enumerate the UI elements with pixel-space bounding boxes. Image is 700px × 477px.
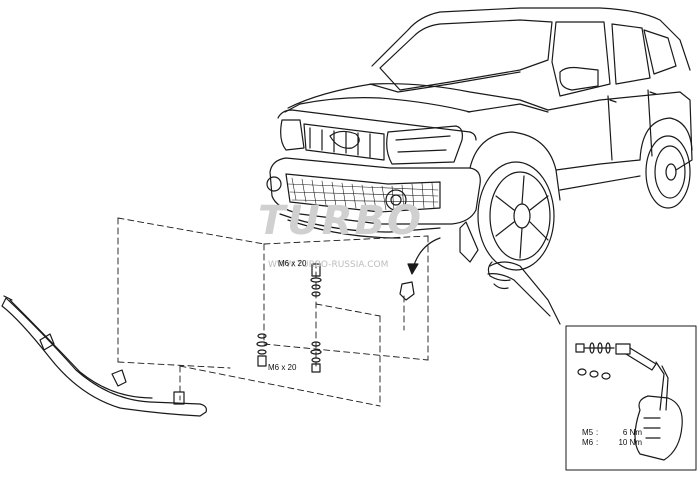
torque-inset [565, 325, 697, 471]
watermark-url: WWW.TURBO-RUSSIA.COM [268, 260, 389, 270]
clip-part [399, 281, 415, 301]
hand-drawing [487, 261, 561, 325]
watermark-logo: TURBO [258, 198, 424, 244]
torque-table: M5: 6 Nm M6: 10 Nm [582, 428, 642, 448]
torque-sep: : [596, 438, 599, 447]
assembly-guide-lines [117, 217, 429, 407]
hardware-right [310, 341, 322, 373]
bolt-label-bottom: M6 x 20 [268, 363, 297, 372]
bolt-label-top: M6 x 20 [278, 259, 307, 268]
torque-sep: : [596, 428, 599, 437]
torque-value: 10 Nm [618, 438, 642, 447]
torque-size: M6 [582, 438, 594, 447]
hardware-top [310, 263, 322, 297]
torque-row-m5: M5: 6 Nm [582, 428, 642, 438]
torque-size: M5 [582, 428, 594, 437]
guard-bar [1, 295, 207, 417]
torque-row-m6: M6: 10 Nm [582, 438, 642, 448]
vehicle-drawing [266, 7, 693, 271]
torque-value: 6 Nm [622, 428, 642, 437]
arrow-head [407, 263, 419, 275]
hardware-left [256, 333, 268, 367]
